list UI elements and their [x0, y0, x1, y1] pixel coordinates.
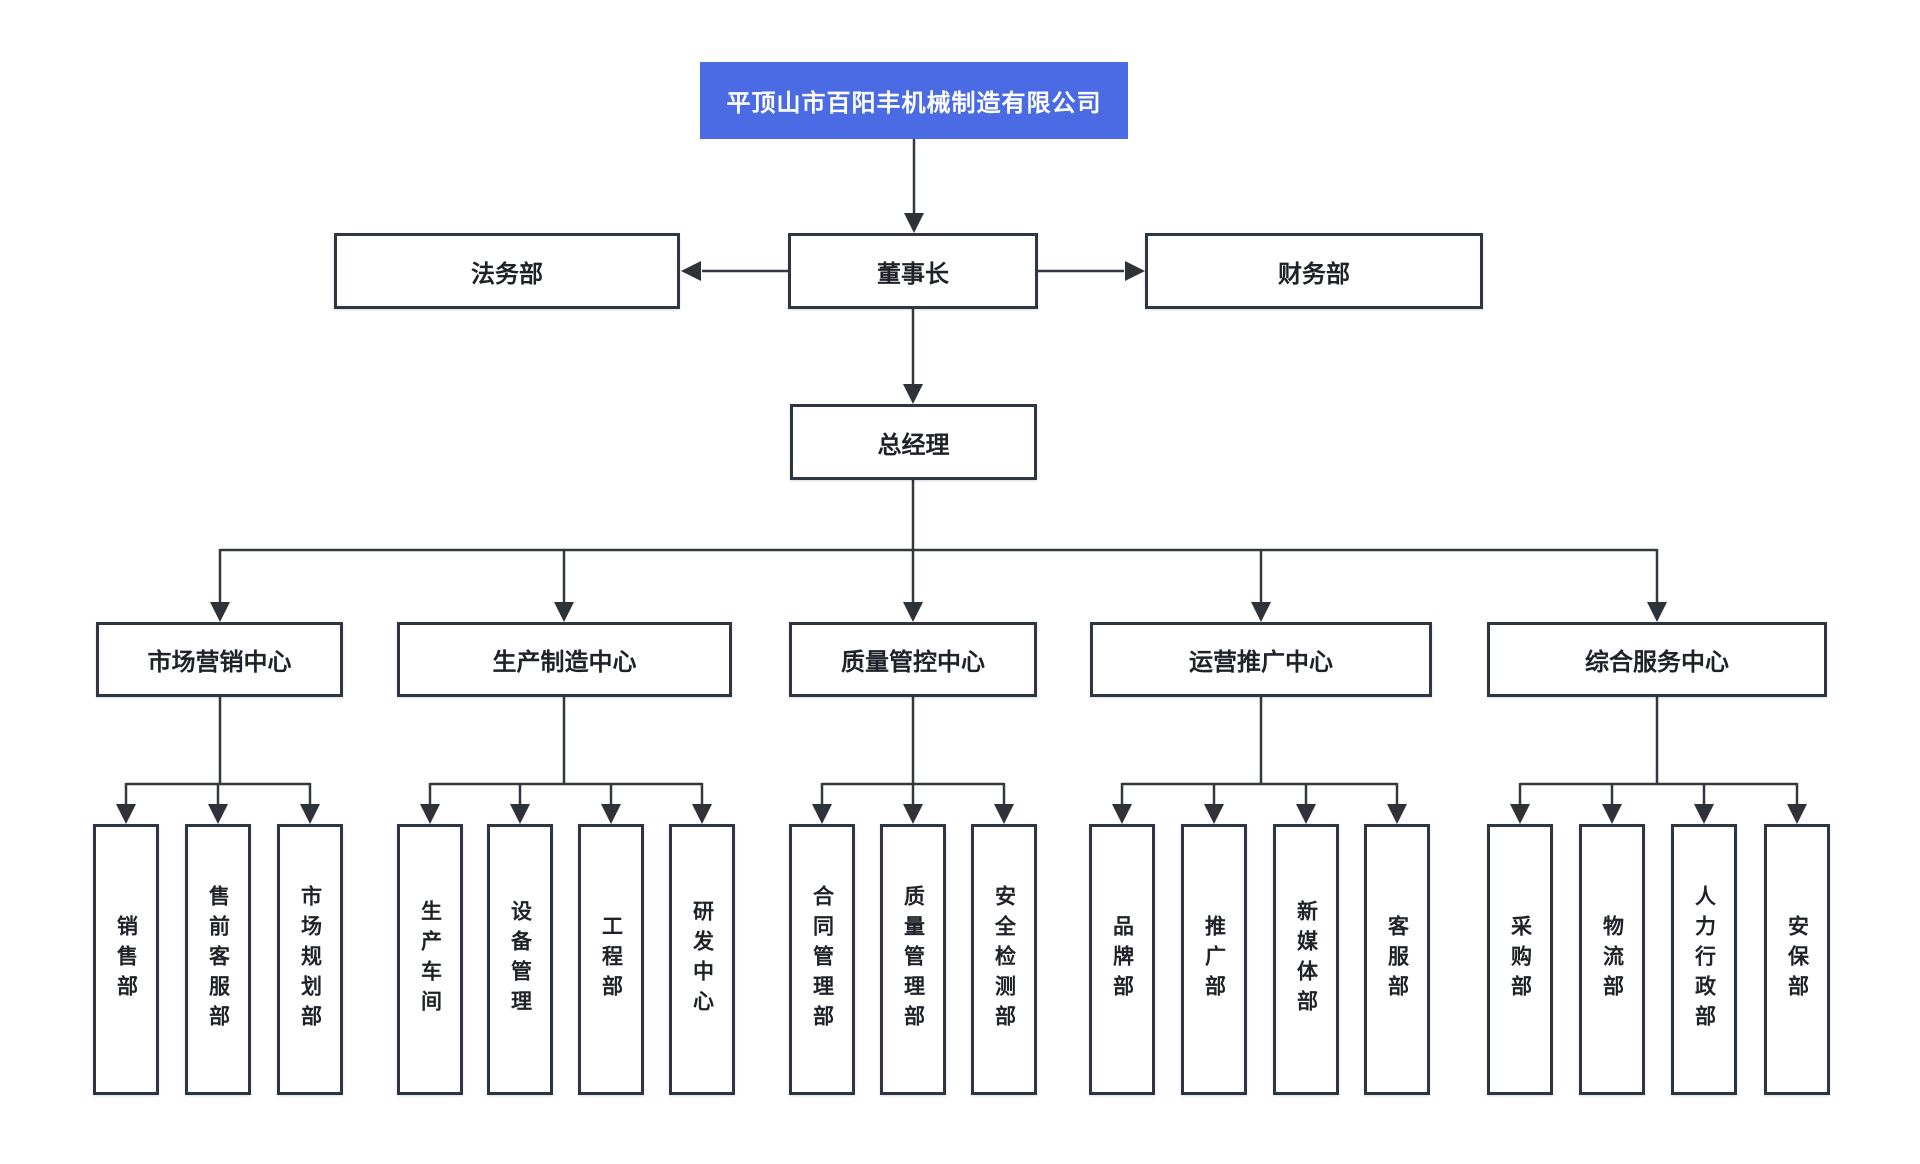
dept-label: 设备管理: [508, 899, 532, 1020]
org-node-engineering-dept: 工程部: [578, 824, 644, 1095]
dept-label: 采购部: [1508, 914, 1532, 1005]
connector-services-center-depts: [1510, 697, 1807, 824]
connector-gm-to-centers: [210, 480, 1667, 622]
org-node-general-manager: 总经理: [790, 404, 1037, 480]
dept-label: 推广部: [1202, 914, 1226, 1005]
org-node-operations-center: 运营推广中心: [1090, 622, 1432, 697]
org-node-brand-dept: 品牌部: [1089, 824, 1155, 1095]
org-node-rnd-center: 研发中心: [669, 824, 735, 1095]
org-node-legal-dept: 法务部: [334, 233, 680, 309]
dept-label: 安保部: [1785, 914, 1809, 1005]
connector-chairman-to-finance: [1038, 261, 1145, 281]
org-node-security-dept: 安保部: [1764, 824, 1830, 1095]
org-node-marketing-center: 市场营销中心: [96, 622, 343, 697]
connector-chairman-to-gm: [903, 309, 923, 404]
dept-label: 工程部: [599, 914, 623, 1005]
dept-label: 市场规划部: [298, 884, 322, 1035]
connector-operations-center-depts: [1112, 697, 1407, 824]
dept-label: 合同管理部: [810, 884, 834, 1035]
org-node-company: 平顶山市百阳丰机械制造有限公司: [700, 62, 1128, 139]
connector-quality-center-depts: [812, 697, 1014, 824]
connector-root-to-chairman: [904, 139, 924, 233]
dept-label: 生产车间: [418, 899, 442, 1020]
dept-label: 销售部: [114, 914, 138, 1005]
dept-label: 研发中心: [690, 899, 714, 1020]
org-node-customer-service-dept: 客服部: [1364, 824, 1430, 1095]
org-node-production-workshop: 生产车间: [397, 824, 463, 1095]
org-node-purchasing-dept: 采购部: [1487, 824, 1553, 1095]
org-node-chairman: 董事长: [788, 233, 1038, 309]
org-node-sales-dept: 销售部: [93, 824, 159, 1095]
org-node-contract-management-dept: 合同管理部: [789, 824, 855, 1095]
dept-label: 物流部: [1600, 914, 1624, 1005]
connector-production-center-depts: [420, 697, 712, 824]
org-node-finance-dept: 财务部: [1145, 233, 1483, 309]
org-node-promotion-dept: 推广部: [1181, 824, 1247, 1095]
org-node-production-center: 生产制造中心: [397, 622, 732, 697]
org-node-services-center: 综合服务中心: [1487, 622, 1827, 697]
dept-label: 安全检测部: [992, 884, 1016, 1035]
dept-label: 客服部: [1385, 914, 1409, 1005]
connector-chairman-to-legal: [681, 261, 788, 281]
org-node-hr-admin-dept: 人力行政部: [1671, 824, 1737, 1095]
dept-label: 新媒体部: [1294, 899, 1318, 1020]
org-node-quality-management-dept: 质量管理部: [880, 824, 946, 1095]
org-node-market-planning-dept: 市场规划部: [277, 824, 343, 1095]
dept-label: 品牌部: [1110, 914, 1134, 1005]
dept-label: 人力行政部: [1692, 884, 1716, 1035]
dept-label: 售前客服部: [206, 884, 230, 1035]
dept-label: 质量管理部: [901, 884, 925, 1035]
connector-marketing-center-depts: [116, 697, 320, 824]
org-node-presales-service-dept: 售前客服部: [185, 824, 251, 1095]
org-node-equipment-management: 设备管理: [487, 824, 553, 1095]
org-node-logistics-dept: 物流部: [1579, 824, 1645, 1095]
org-node-safety-inspection-dept: 安全检测部: [971, 824, 1037, 1095]
org-node-quality-center: 质量管控中心: [789, 622, 1037, 697]
org-node-new-media-dept: 新媒体部: [1273, 824, 1339, 1095]
